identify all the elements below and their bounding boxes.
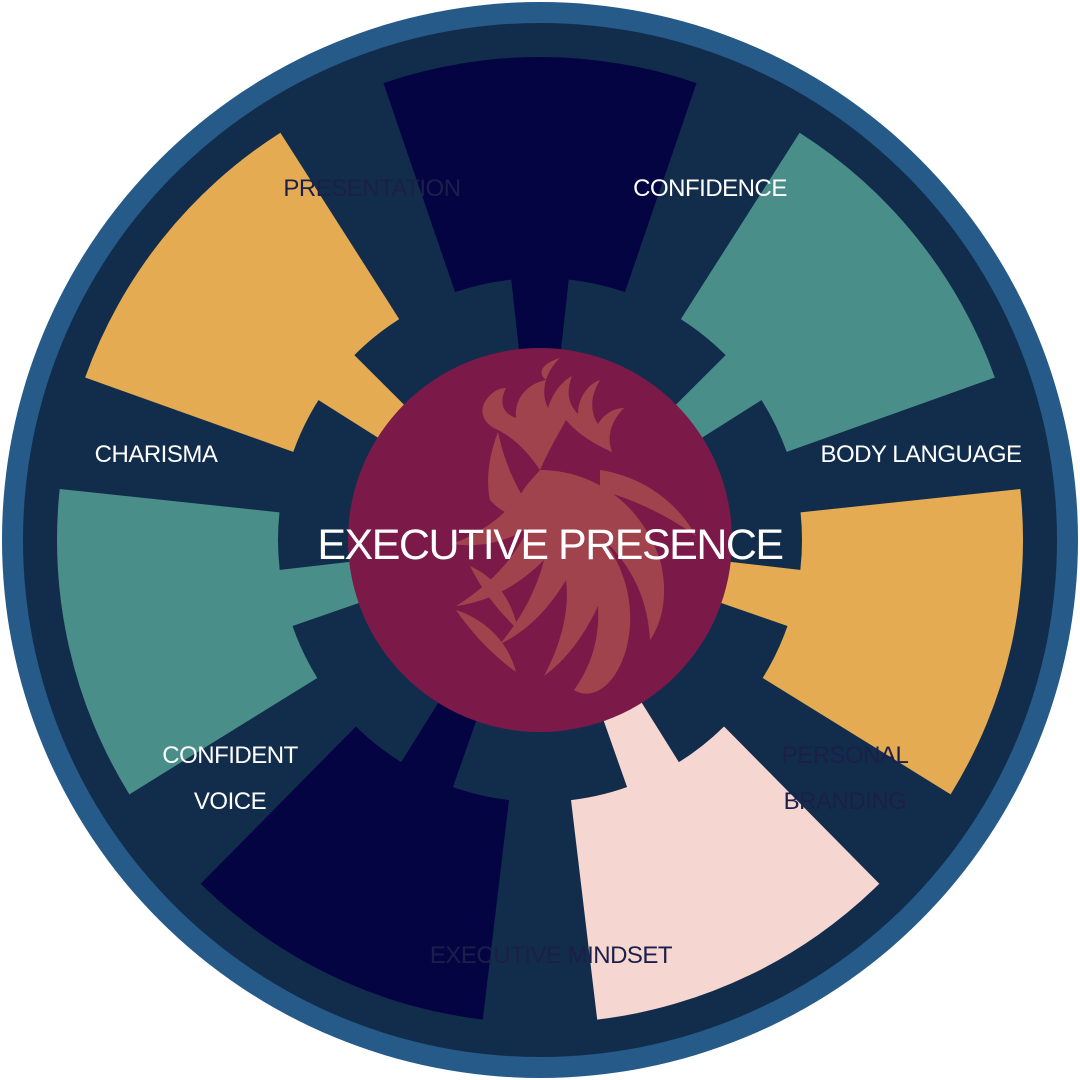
segments-group bbox=[56, 56, 1023, 1020]
segment-label-line: VOICE bbox=[194, 788, 266, 815]
segment-label-line: CHARISMA bbox=[95, 441, 218, 468]
connector-confidence bbox=[510, 272, 570, 357]
segment-label-line: BRANDING bbox=[784, 788, 907, 815]
segment-label-body-language: BODY LANGUAGE bbox=[820, 441, 1021, 468]
segment-label-line: CONFIDENT bbox=[162, 742, 298, 769]
segment-confident-voice bbox=[200, 726, 509, 1020]
center-title: EXECUTIVE PRESENCE bbox=[317, 521, 782, 569]
segment-personal-branding bbox=[762, 489, 1023, 795]
connector-confident-voice bbox=[397, 696, 479, 793]
phoenix-icon bbox=[452, 358, 696, 694]
connector-personal-branding bbox=[714, 561, 807, 628]
segment-label-line: CONFIDENCE bbox=[633, 175, 787, 202]
segment-confidence bbox=[383, 56, 697, 293]
segment-label-confident-voice: CONFIDENT VOICE bbox=[162, 742, 298, 815]
segment-label-charisma: CHARISMA bbox=[95, 441, 218, 468]
segment-label-line: PRESENTATION bbox=[283, 175, 460, 202]
connector-body-language bbox=[671, 350, 767, 442]
segment-label-personal-branding: PERSONAL BRANDING bbox=[782, 742, 909, 815]
segment-label-line: EXECUTIVE MINDSET bbox=[430, 942, 673, 969]
connectors-group bbox=[273, 272, 807, 793]
segment-label-executive-mindset: EXECUTIVE MINDSET bbox=[430, 942, 673, 969]
connector-presentation bbox=[313, 350, 409, 442]
segment-label-presentation: PRESENTATION bbox=[283, 175, 460, 202]
connector-charisma bbox=[273, 561, 366, 628]
segment-label-line: PERSONAL bbox=[782, 742, 909, 769]
segment-label-confidence: CONFIDENCE bbox=[633, 175, 787, 202]
segment-label-line: BODY LANGUAGE bbox=[820, 441, 1021, 468]
labels-group: CONFIDENCE BODY LANGUAGE PERSONAL BRANDING E… bbox=[95, 175, 1022, 969]
segment-executive-mindset bbox=[571, 726, 880, 1020]
connector-executive-mindset bbox=[601, 696, 683, 793]
segment-presentation bbox=[85, 132, 400, 452]
segment-body-language bbox=[680, 132, 995, 452]
segment-charisma bbox=[56, 489, 318, 795]
